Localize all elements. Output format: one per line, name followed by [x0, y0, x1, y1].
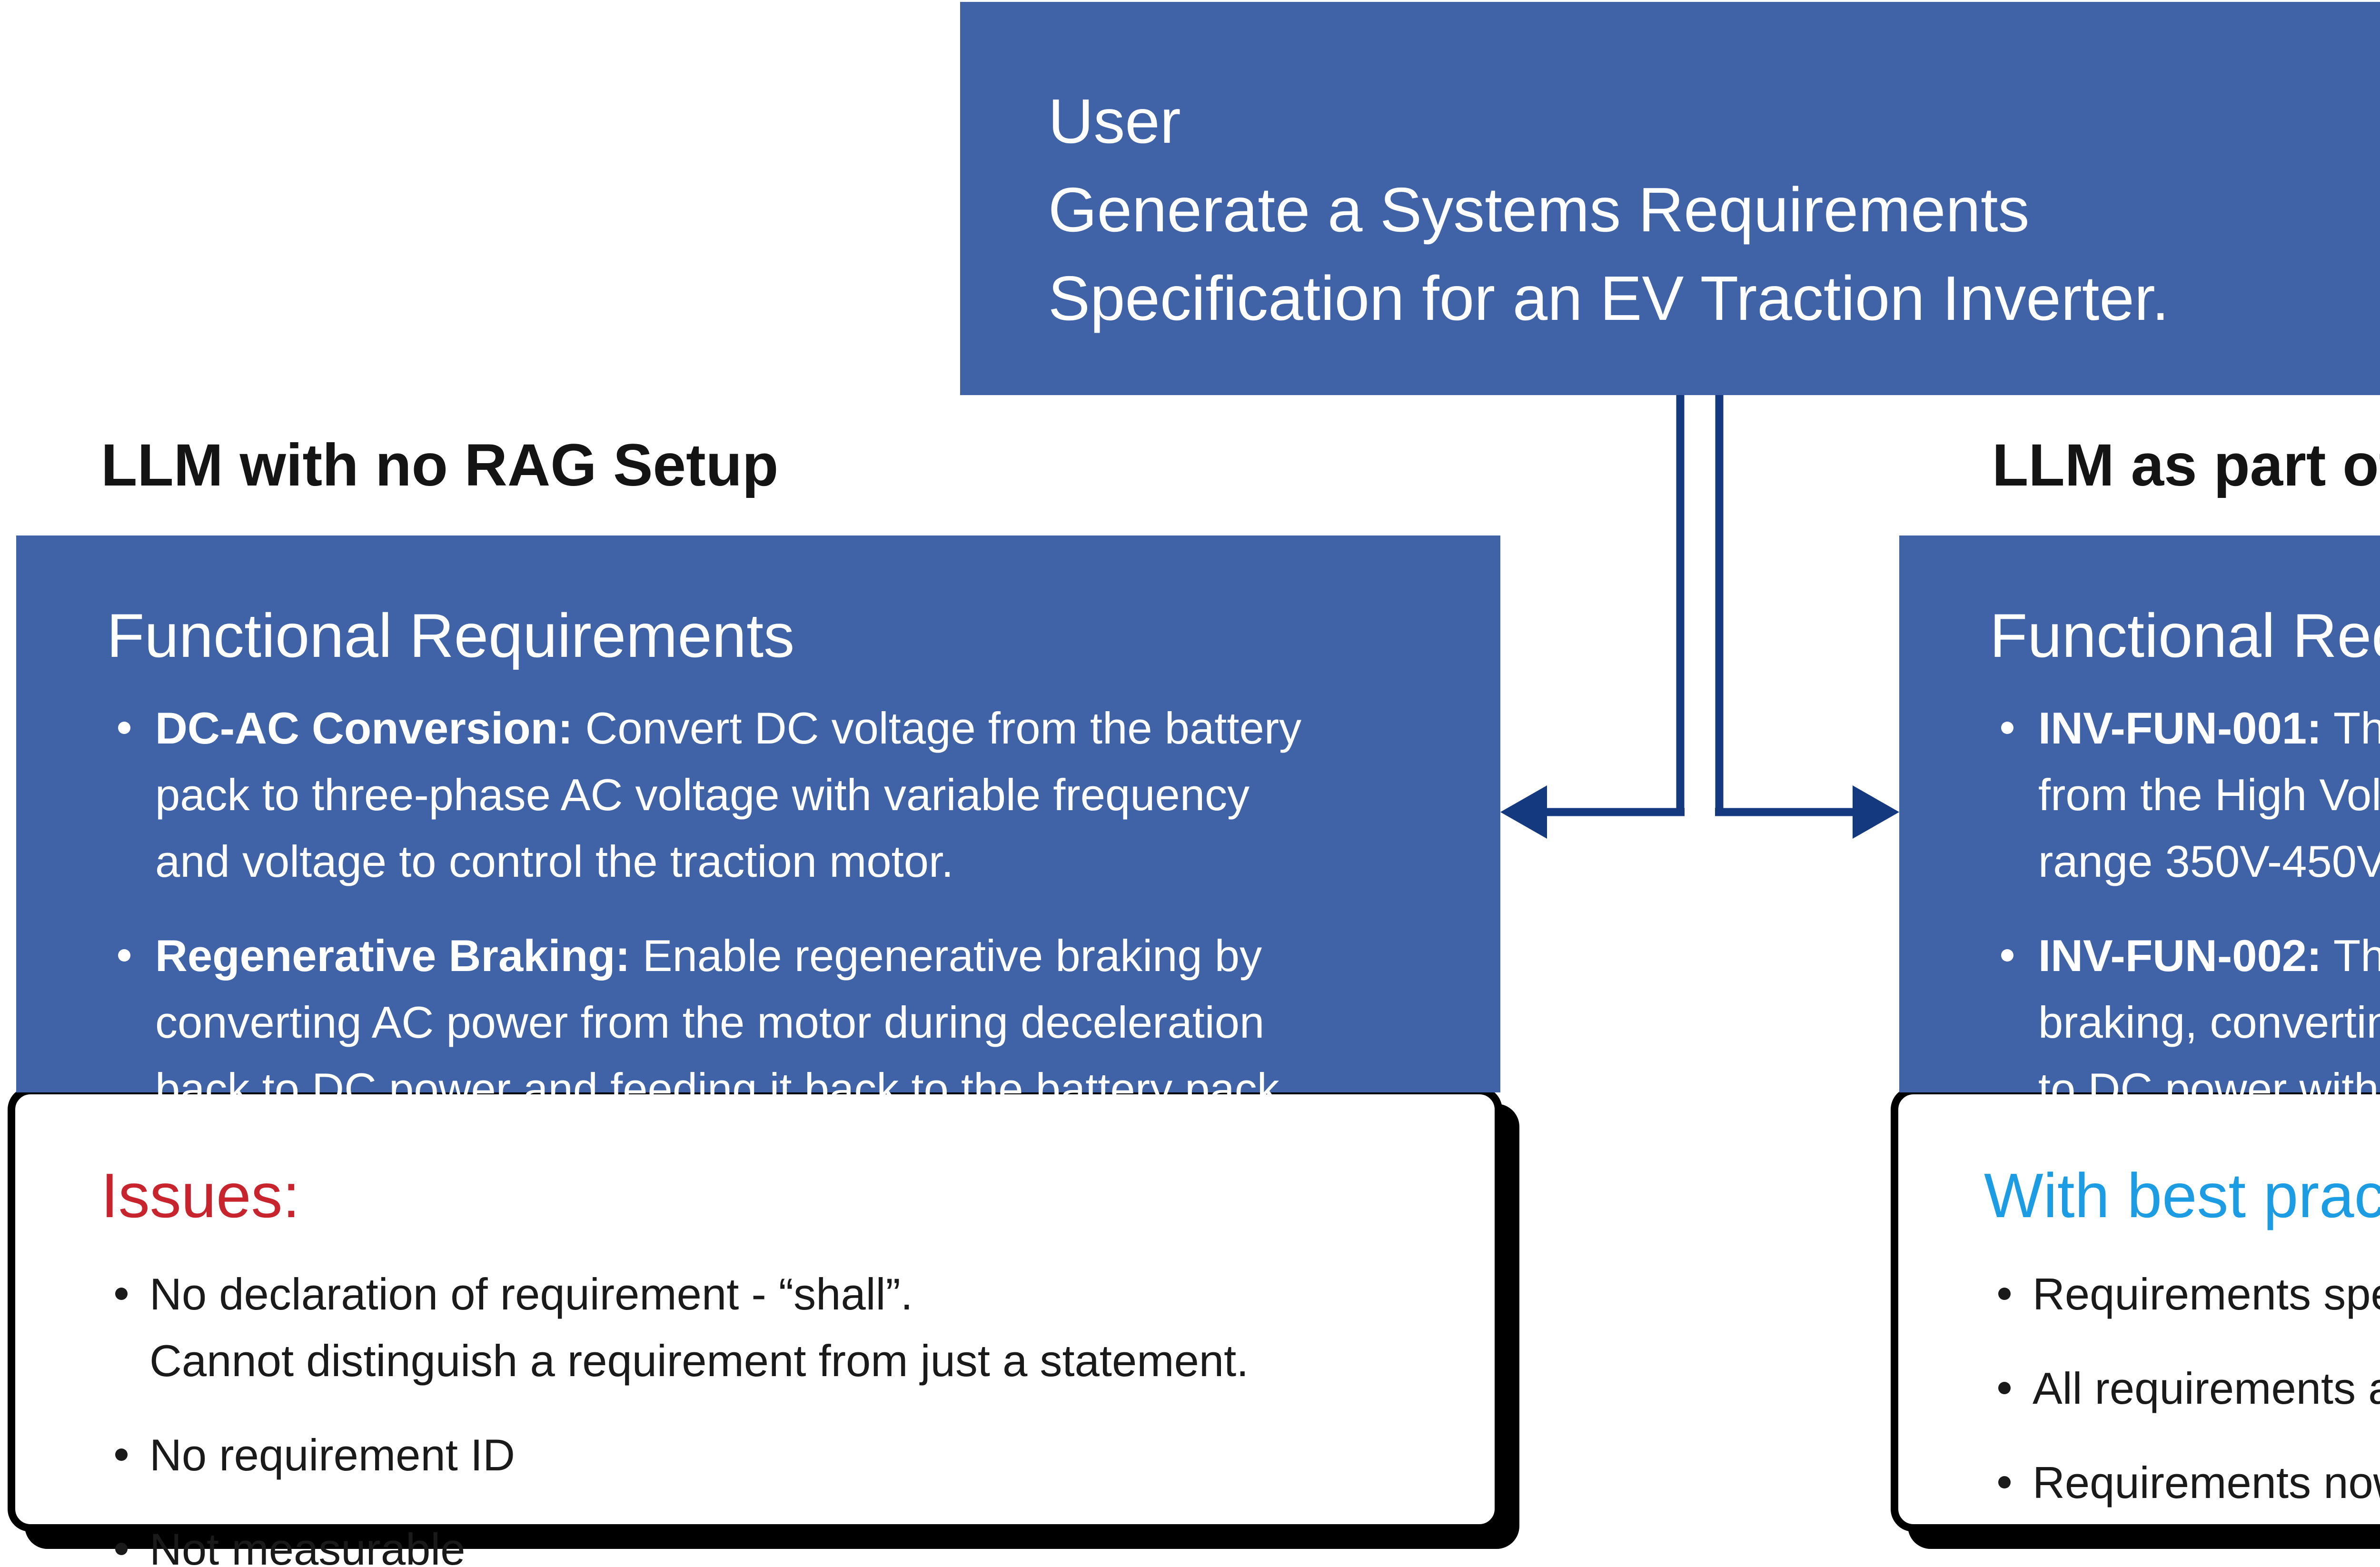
issues-title: Issues: — [101, 1160, 300, 1230]
rag-requirements-content: Functional Requirements INV-FUN-001: The… — [1899, 536, 2380, 1122]
user-prompt-line-3: Specification for an EV Traction Inverte… — [1048, 263, 2170, 333]
best-practices-card-content: With best practices provided: Requiremen… — [1898, 1094, 2380, 1516]
list-item: INV-FUN-001: The inverter shall convert … — [1990, 695, 2380, 895]
connector-lines — [1541, 395, 1858, 816]
requirement-label: DC-AC Conversion: — [155, 703, 573, 753]
list-item: Requirements now include measurable para… — [1984, 1449, 2380, 1516]
list-item: No declaration of requirement - “shall”.… — [101, 1261, 1471, 1394]
rag-requirements-box: Functional Requirements INV-FUN-001: The… — [1899, 536, 2380, 1114]
functional-requirements-title: Functional Requirements — [107, 601, 795, 670]
user-prompt-line-1: User — [1048, 86, 1181, 156]
no-rag-requirements-content: Functional Requirements DC-AC Conversion… — [16, 536, 1500, 1122]
list-item: Regenerative Braking: Enable regenerativ… — [107, 922, 1474, 1122]
issues-card: Issues: No declaration of requirement - … — [8, 1087, 1502, 1567]
requirement-label: Regenerative Braking: — [155, 931, 630, 981]
left-column-heading: LLM with no RAG Setup — [101, 432, 779, 498]
functional-requirements-title: Functional Requirements — [1990, 601, 2380, 670]
list-item: Requirements specified are given an ID — [1984, 1261, 2380, 1328]
list-item: DC-AC Conversion: Convert DC voltage fro… — [107, 695, 1474, 895]
best-practices-title: With best practices provided: — [1984, 1160, 2380, 1230]
list-item: INV-FUN-002: The inverter shall support … — [1990, 922, 2380, 1122]
issues-bullet-list: No declaration of requirement - “shall”.… — [101, 1261, 1471, 1567]
rag-bullet-list: INV-FUN-001: The inverter shall convert … — [1990, 695, 2380, 1122]
list-item: No requirement ID — [101, 1422, 1471, 1488]
right-column-heading: LLM as part of RAG Setup — [1992, 432, 2380, 498]
arrowhead-left-icon — [1500, 785, 1547, 839]
no-rag-requirements-box: Functional Requirements DC-AC Conversion… — [16, 536, 1500, 1114]
no-rag-bullet-list: DC-AC Conversion: Convert DC voltage fro… — [107, 695, 1474, 1122]
user-prompt-text: User Generate a Systems Requirements Spe… — [960, 2, 2380, 343]
requirement-id-label: INV-FUN-002: — [2038, 931, 2322, 981]
requirement-id-label: INV-FUN-001: — [2038, 703, 2322, 753]
list-item: All requirements are made explicit with … — [1984, 1355, 2380, 1422]
arrowhead-right-icon — [1853, 785, 1899, 839]
best-practices-card: With best practices provided: Requiremen… — [1891, 1087, 2380, 1532]
user-prompt-box: User Generate a Systems Requirements Spe… — [960, 2, 2380, 395]
list-item: Not measurable — [101, 1516, 1471, 1567]
best-practices-bullet-list: Requirements specified are given an ID A… — [1984, 1261, 2380, 1516]
user-prompt-line-2: Generate a Systems Requirements — [1048, 175, 2030, 245]
issues-card-content: Issues: No declaration of requirement - … — [15, 1094, 1495, 1567]
